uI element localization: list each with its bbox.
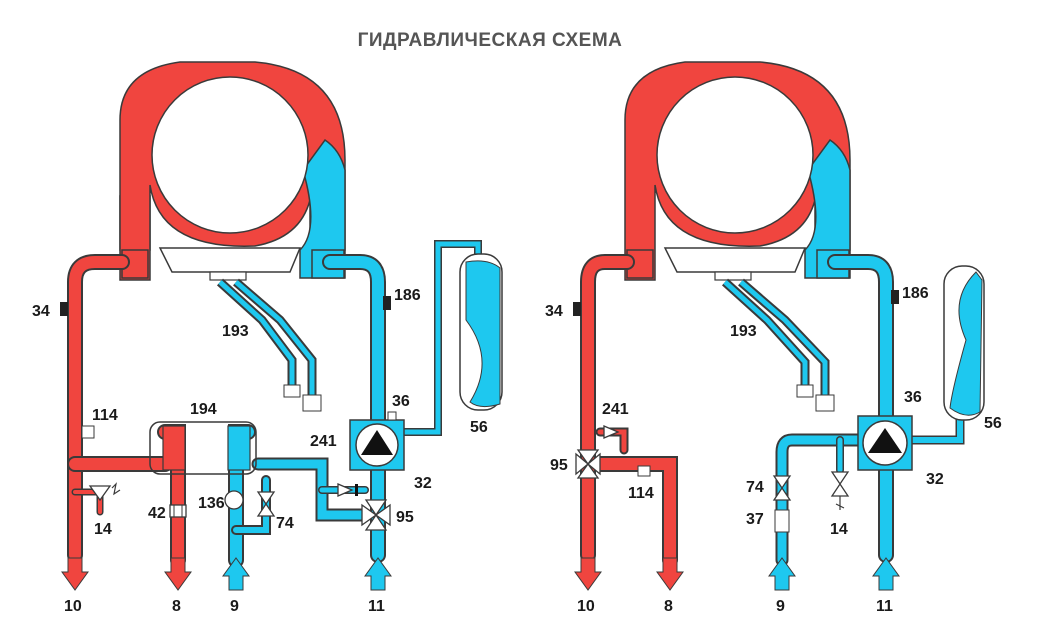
right-label-34: 34 <box>545 303 563 320</box>
left-label-11: 11 <box>368 598 385 615</box>
right-filter <box>774 509 790 533</box>
right-fill-tap <box>772 475 792 501</box>
left-label-74: 74 <box>276 515 294 532</box>
left-sensor-186 <box>383 296 391 310</box>
left-label-34: 34 <box>32 303 50 320</box>
left-arrow-in-11 <box>364 557 392 591</box>
left-arrow-out-10 <box>61 557 89 591</box>
left-fill-tap <box>256 491 276 517</box>
right-label-37: 37 <box>746 511 764 528</box>
left-flow-sensor <box>224 490 244 510</box>
left-label-42: 42 <box>148 505 166 522</box>
right-label-11: 11 <box>876 598 893 615</box>
right-arrow-out-10 <box>574 557 602 591</box>
left-label-136: 136 <box>198 495 225 512</box>
right-label-95: 95 <box>550 457 568 474</box>
right-label-193: 193 <box>730 323 757 340</box>
left-three-way-valve <box>361 499 391 531</box>
left-expansion-vessel <box>459 253 503 411</box>
left-label-9: 9 <box>230 598 239 615</box>
right-arrow-in-9 <box>768 557 796 591</box>
diagram-title: ГИДРАВЛИЧЕСКАЯ СХЕМА <box>358 30 623 51</box>
right-label-114: 114 <box>628 485 654 502</box>
right-pump <box>857 415 913 471</box>
right-sensor-34 <box>573 302 581 316</box>
left-label-8: 8 <box>172 598 181 615</box>
left-label-186: 186 <box>394 287 421 304</box>
left-label-36: 36 <box>392 393 410 410</box>
right-arrow-in-11 <box>872 557 900 591</box>
left-filter <box>169 504 187 518</box>
left-heat-exchanger <box>119 61 346 281</box>
right-drain-tap <box>830 471 850 497</box>
right-sensor-186 <box>891 290 899 304</box>
right-label-14: 14 <box>830 521 848 538</box>
right-nto-sensor <box>637 465 651 477</box>
left-nto-sensor <box>81 425 95 439</box>
right-burner-tubes <box>721 278 835 412</box>
right-label-56: 56 <box>984 415 1002 432</box>
left-safety-valve <box>88 485 112 502</box>
right-label-241: 241 <box>602 401 629 418</box>
right-scheme: 34 186 193 241 95 114 36 56 32 74 37 14 … <box>545 61 1002 615</box>
right-arrows <box>574 557 900 591</box>
left-pump <box>349 411 405 471</box>
left-arrow-out-8 <box>164 557 192 591</box>
right-three-way-valve <box>575 449 601 479</box>
right-cold-circuit <box>775 254 965 567</box>
left-label-32: 32 <box>414 475 432 492</box>
right-check-valve <box>603 425 620 439</box>
left-label-14: 14 <box>94 521 112 538</box>
left-sensor-34 <box>60 302 68 316</box>
left-scheme: 34 186 193 194 114 36 241 32 56 42 136 7… <box>32 61 503 615</box>
left-arrow-in-9 <box>222 557 250 591</box>
left-plate-exchanger <box>149 421 257 475</box>
left-label-194: 194 <box>190 401 217 418</box>
right-label-32: 32 <box>926 471 944 488</box>
left-label-193: 193 <box>222 323 249 340</box>
left-check-valve <box>337 483 354 497</box>
left-label-56: 56 <box>470 419 488 436</box>
right-expansion-vessel <box>943 265 985 421</box>
left-label-241: 241 <box>310 433 337 450</box>
right-label-36: 36 <box>904 389 922 406</box>
left-burner-tubes <box>216 278 322 412</box>
right-label-10: 10 <box>577 598 595 615</box>
right-heat-exchanger <box>624 61 851 281</box>
left-label-95: 95 <box>396 509 414 526</box>
right-label-8: 8 <box>664 598 673 615</box>
right-hot-circuit <box>580 254 678 568</box>
right-label-186: 186 <box>902 285 929 302</box>
right-arrow-out-8 <box>656 557 684 591</box>
left-label-114: 114 <box>92 407 118 424</box>
left-label-10: 10 <box>64 598 82 615</box>
right-label-9: 9 <box>776 598 785 615</box>
right-label-74: 74 <box>746 479 764 496</box>
left-arrows <box>61 557 392 591</box>
